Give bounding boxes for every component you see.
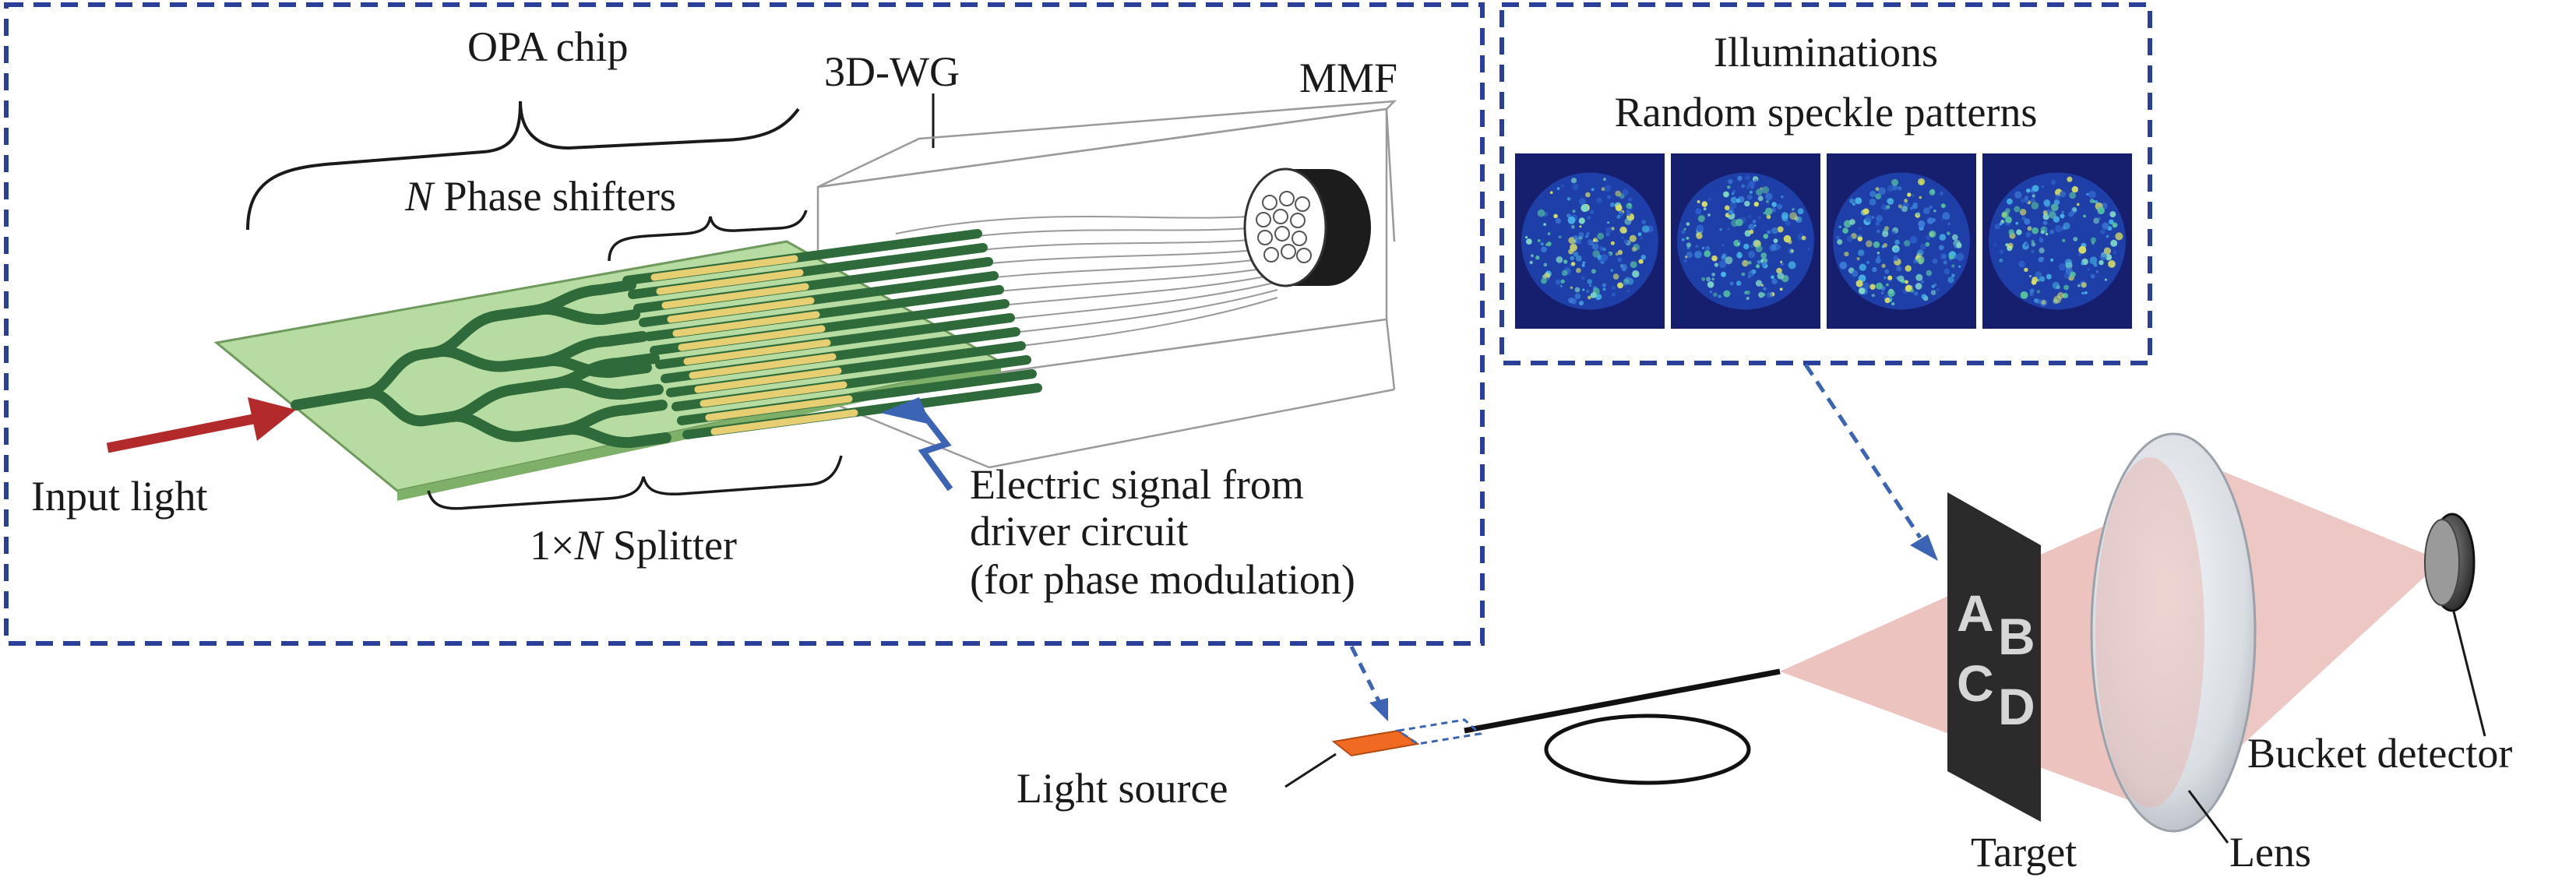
illuminations-title: Illuminations xyxy=(1714,29,1938,76)
speckle-to-target-arrow xyxy=(1803,363,1938,561)
3d-wg-label: 3D-WG xyxy=(824,48,960,95)
speckle-row xyxy=(1515,153,2132,329)
speckle-pattern-2 xyxy=(1671,153,1820,329)
target-letter-b: B xyxy=(1998,608,2035,665)
fiber-line xyxy=(1464,668,1781,734)
input-light-arrow xyxy=(106,397,296,453)
phase-shifters-brace xyxy=(608,210,808,262)
bucket-detector-label: Bucket detector xyxy=(2247,730,2512,777)
opa-inset-frame xyxy=(4,2,1485,646)
electric-signal-line3: (for phase modulation) xyxy=(970,556,1355,603)
electric-signal-line2: driver circuit xyxy=(970,508,1188,555)
splitter-label: 1×N Splitter xyxy=(530,522,737,569)
phase-shifters-n: N xyxy=(404,173,435,220)
speckle-pattern-3 xyxy=(1827,153,1976,329)
mmf-fiber xyxy=(1243,167,1371,287)
target-plate: A B C D xyxy=(1947,492,2041,822)
opa-to-source-arrow xyxy=(1349,645,1388,721)
phase-shifters-label: N Phase shifters xyxy=(404,173,676,220)
splitter-prefix: 1× xyxy=(530,522,574,569)
light-source-chip xyxy=(1331,729,1420,757)
electric-signal-arrow xyxy=(880,397,953,492)
splitter-waveguides xyxy=(291,280,671,449)
light-source-outline xyxy=(1395,718,1483,745)
electric-signal-line1: Electric signal from xyxy=(970,461,1304,508)
speckle-pattern-1 xyxy=(1515,153,1665,329)
mmf-label: MMF xyxy=(1299,55,1397,101)
speckle-pattern-4 xyxy=(1982,153,2132,329)
light-source-label: Light source xyxy=(1017,765,1228,812)
lens xyxy=(2090,432,2257,833)
phase-shifters-text: Phase shifters xyxy=(433,173,676,220)
phase-shifter-electrodes xyxy=(650,255,858,435)
target-label: Target xyxy=(1971,829,2077,876)
lens-leader xyxy=(2187,790,2229,844)
splitter-brace xyxy=(427,455,843,510)
opa-chip-label: OPA chip xyxy=(467,23,629,70)
speckle-inset-frame xyxy=(1499,2,2152,365)
speckle-patterns-title: Random speckle patterns xyxy=(1615,89,2038,136)
bucket-detector-leader xyxy=(2452,611,2486,737)
bucket-detector xyxy=(2424,513,2476,612)
target-letter-d: D xyxy=(1998,678,2035,735)
target-letter-a: A xyxy=(1957,584,1994,642)
opa-chip-brace xyxy=(246,100,800,231)
input-light-label: Input light xyxy=(31,473,208,520)
splitter-suffix: Splitter xyxy=(603,522,738,569)
light-source-leader xyxy=(1284,752,1337,788)
splitter-n: N xyxy=(573,522,604,569)
fiber-coil xyxy=(1544,714,1751,785)
waveguide-array xyxy=(622,229,1042,439)
target-letter-c: C xyxy=(1957,654,1994,712)
lens-label: Lens xyxy=(2229,829,2311,876)
